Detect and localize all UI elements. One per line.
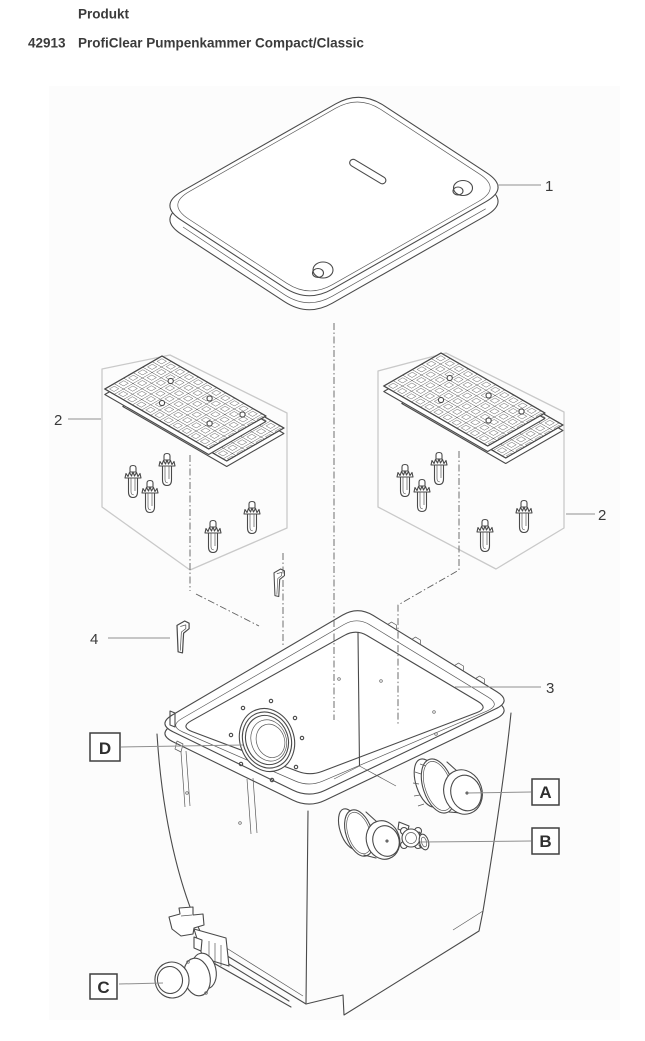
callout-d-box	[89, 732, 121, 762]
callout-2-right-label: 2	[598, 507, 606, 524]
drain-valve-c	[154, 906, 292, 1008]
drain-tap	[397, 821, 430, 851]
header-product-name: ProfiClear Pumpenkammer Compact/Classic	[78, 36, 364, 51]
foam-block-outline	[377, 352, 565, 570]
callout-2-left-label: 2	[54, 412, 62, 429]
header-article-number: 42913	[28, 36, 66, 51]
callout-c-box	[89, 973, 118, 1000]
filter-grid-set-left	[101, 354, 288, 571]
callout-a-box	[531, 778, 560, 806]
foam-block-outline	[101, 354, 288, 571]
callout-c-label: C	[97, 978, 109, 997]
leader-lines	[68, 184, 595, 985]
callout-3-label: 3	[546, 680, 554, 697]
inlet-flange-d	[238, 707, 296, 773]
lid-part	[169, 96, 499, 311]
connector-a	[412, 758, 483, 815]
connector-b	[337, 808, 430, 860]
wall-marks	[185, 677, 438, 825]
callout-a-label: A	[539, 783, 551, 802]
callout-b-label: B	[539, 832, 551, 851]
callout-b-box	[531, 827, 560, 855]
lid-screw-hole	[452, 179, 474, 197]
callout-1-label: 1	[545, 178, 553, 195]
callout-4-label: 4	[90, 631, 98, 648]
callout-d-label: D	[99, 739, 111, 758]
header-column-label: Produkt	[78, 7, 130, 22]
valve-lever	[168, 906, 205, 937]
lid-screw-hole	[311, 261, 334, 279]
assembly-centerlines	[189, 323, 460, 725]
filter-grid-set-right	[377, 352, 565, 570]
flange-bolt-holes	[228, 698, 305, 783]
lid-handle-slot	[349, 158, 387, 185]
